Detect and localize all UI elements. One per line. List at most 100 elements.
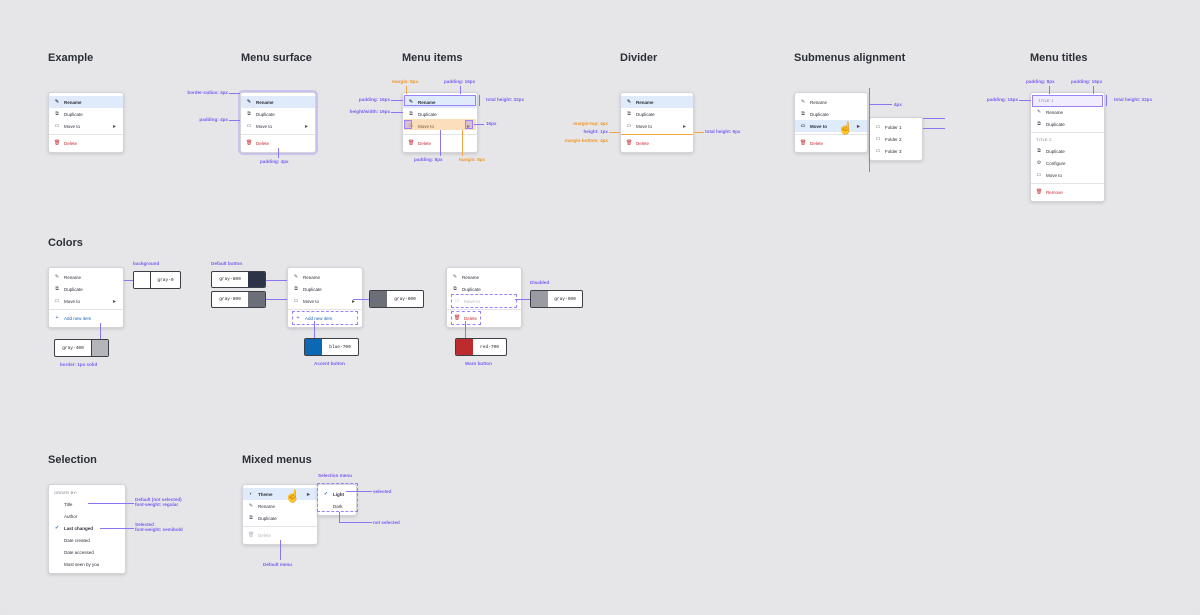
annotation-padding-top: padding: 8px — [1026, 79, 1055, 84]
pencil-icon: ✎ — [408, 99, 414, 105]
annotation-line — [515, 299, 530, 300]
annotation-margin-bottom: margin: 8px — [459, 157, 486, 162]
annotation-accent-button: Accent button — [314, 361, 345, 366]
menu-item-duplicate[interactable]: ⧉Duplicate — [247, 111, 275, 117]
menu-item-delete[interactable]: 🗑Delete — [408, 140, 432, 146]
annotation-chevron-size: 16px — [486, 121, 497, 126]
annotation-line — [346, 491, 372, 492]
menu-item-move-to[interactable]: ▭Move to▸ — [246, 123, 308, 130]
annotation-padding-right: padding: 16px — [1071, 79, 1103, 84]
pencil-icon: ✎ — [800, 99, 806, 105]
annotation-line — [391, 112, 403, 113]
menu-item-move-to[interactable]: ▭Move to — [1036, 172, 1063, 178]
annotation-not-selected: not selected — [373, 520, 400, 525]
palette-icon: ◐ — [249, 491, 253, 497]
menu-item-rename[interactable]: ✎Rename — [293, 274, 321, 280]
menu-item-move-to[interactable]: ▭Move to▸ — [408, 123, 470, 130]
menu-item-duplicate[interactable]: ⧉Duplicate — [627, 111, 655, 117]
copy-icon: ⧉ — [409, 111, 413, 117]
submenu-item-folder-2[interactable]: ▭Folder 2 — [875, 136, 902, 142]
selection-item[interactable]: Most seen by you — [64, 561, 100, 567]
menu-item-duplicate[interactable]: ⧉Duplicate — [1037, 148, 1065, 154]
menu-item-duplicate[interactable]: ⧉Duplicate — [249, 515, 277, 521]
menu-item-duplicate[interactable]: ⧉Duplicate — [55, 111, 83, 117]
menu-item-theme[interactable]: ◐Theme▸ — [243, 488, 317, 500]
chevron-right-icon: ▸ — [112, 298, 116, 305]
chevron-right-icon: ▸ — [112, 123, 116, 130]
alignment-guide — [923, 118, 945, 119]
annotation-line — [694, 132, 704, 133]
heading-example: Example — [48, 52, 94, 64]
heading-menu-titles: Menu titles — [1030, 52, 1088, 64]
menu-item-delete[interactable]: 🗑Delete — [626, 140, 650, 146]
menu-item-delete[interactable]: 🗑Delete — [800, 140, 824, 146]
annotation-line — [479, 95, 480, 106]
menu-item-move-to-disabled: ▭Move to — [451, 294, 517, 308]
menu-item-rename[interactable]: ✎Rename — [248, 503, 276, 509]
menu-item-duplicate[interactable]: ⧉Duplicate — [1037, 121, 1065, 127]
menu-item-rename[interactable]: ✎Rename — [452, 274, 480, 280]
submenu-item-folder-3[interactable]: ▭Folder 3 — [875, 148, 902, 154]
annotation-line — [1049, 86, 1050, 94]
menu-item-duplicate[interactable]: ⧉Duplicate — [453, 286, 481, 292]
menu-item-configure[interactable]: ⚙Configure — [1036, 160, 1066, 166]
menu-item-rename[interactable]: ✎Rename — [800, 99, 828, 105]
annotation-border-radius: border-radius: 4px — [187, 90, 228, 95]
annotation-padding-bottom: padding: 8px — [414, 157, 443, 162]
menu-item-duplicate[interactable]: ⧉Duplicate — [409, 111, 437, 117]
pencil-icon: ✎ — [246, 99, 252, 105]
heading-colors: Colors — [48, 237, 83, 249]
folder-icon: ▭ — [293, 298, 299, 304]
menu-item-delete[interactable]: 🗑Delete — [246, 140, 270, 146]
menu-item-move-to[interactable]: ▭Move to▸ — [293, 298, 355, 305]
menu-item-rename[interactable]: ✎Rename — [49, 96, 123, 108]
annotation-padding-bottom: padding: 4px — [260, 159, 289, 164]
menu-item-rename[interactable]: ✎Rename — [54, 274, 82, 280]
selection-item-light[interactable]: ✓Light — [323, 491, 344, 497]
annotation-margin-top: margin: 8px — [392, 79, 419, 84]
menu-item-duplicate[interactable]: ⧉Duplicate — [294, 286, 322, 292]
folder-icon: ▭ — [626, 123, 632, 129]
folder-icon: ▭ — [454, 298, 460, 304]
menu-item-delete[interactable]: 🗑Delete — [54, 140, 78, 146]
divider — [621, 134, 693, 135]
menu-item-delete[interactable]: 🗑Delete — [451, 311, 481, 325]
annotation-line — [465, 321, 466, 338]
menu-item-add-new[interactable]: +Add new item — [292, 311, 358, 325]
selection-item[interactable]: Title — [64, 501, 73, 507]
chevron-right-icon: ▸ — [682, 123, 686, 130]
annotation-line — [1106, 95, 1107, 106]
trash-icon: 🗑 — [1036, 189, 1043, 195]
divider — [288, 309, 362, 310]
check-icon: ✓ — [54, 525, 60, 531]
heading-submenus: Submenus alignment — [794, 52, 906, 64]
menu-item-duplicate[interactable]: ⧉Duplicate — [801, 111, 829, 117]
menu-item-move-to[interactable]: ▭Move to▸ — [54, 123, 116, 130]
annotation-default: Default (not selected) font-weight: regu… — [135, 497, 182, 507]
menu-item-move-to[interactable]: ▭Move to▸ — [795, 120, 867, 132]
selection-item-dark[interactable]: Dark — [333, 503, 343, 509]
menu-item-delete-disabled: 🗑Delete — [248, 532, 272, 538]
chevron-right-icon: ▸ — [466, 123, 470, 130]
menu-item-add-new[interactable]: +Add new item — [55, 315, 92, 321]
menu-item-rename[interactable]: ✎Rename — [1036, 109, 1064, 115]
menu-item-rename[interactable]: ✎Rename — [241, 96, 315, 108]
menu-item-move-to[interactable]: ▭Move to▸ — [626, 123, 686, 130]
folder-icon: ▭ — [54, 298, 60, 304]
menu-title-1: TITLE 1 — [1032, 95, 1103, 107]
pencil-icon: ✎ — [626, 99, 632, 105]
menu-item-rename[interactable]: ✎Rename — [621, 96, 693, 108]
selection-item[interactable]: Date accessed — [64, 549, 94, 555]
selection-item[interactable]: ✓Last changed — [54, 525, 94, 531]
divider — [241, 134, 315, 135]
trash-icon: 🗑 — [454, 315, 461, 321]
selection-item[interactable]: Author — [64, 513, 78, 519]
selection-item[interactable]: Date created — [64, 537, 90, 543]
menu-item-duplicate[interactable]: ⧉Duplicate — [55, 286, 83, 292]
submenu-item-folder-1[interactable]: ▭Folder 1 — [875, 124, 902, 130]
pencil-icon: ✎ — [452, 274, 458, 280]
menu-item-remove[interactable]: 🗑Remove — [1036, 189, 1063, 195]
menu-item-move-to[interactable]: ▭Move to▸ — [54, 298, 116, 305]
trash-icon: 🗑 — [626, 140, 633, 146]
